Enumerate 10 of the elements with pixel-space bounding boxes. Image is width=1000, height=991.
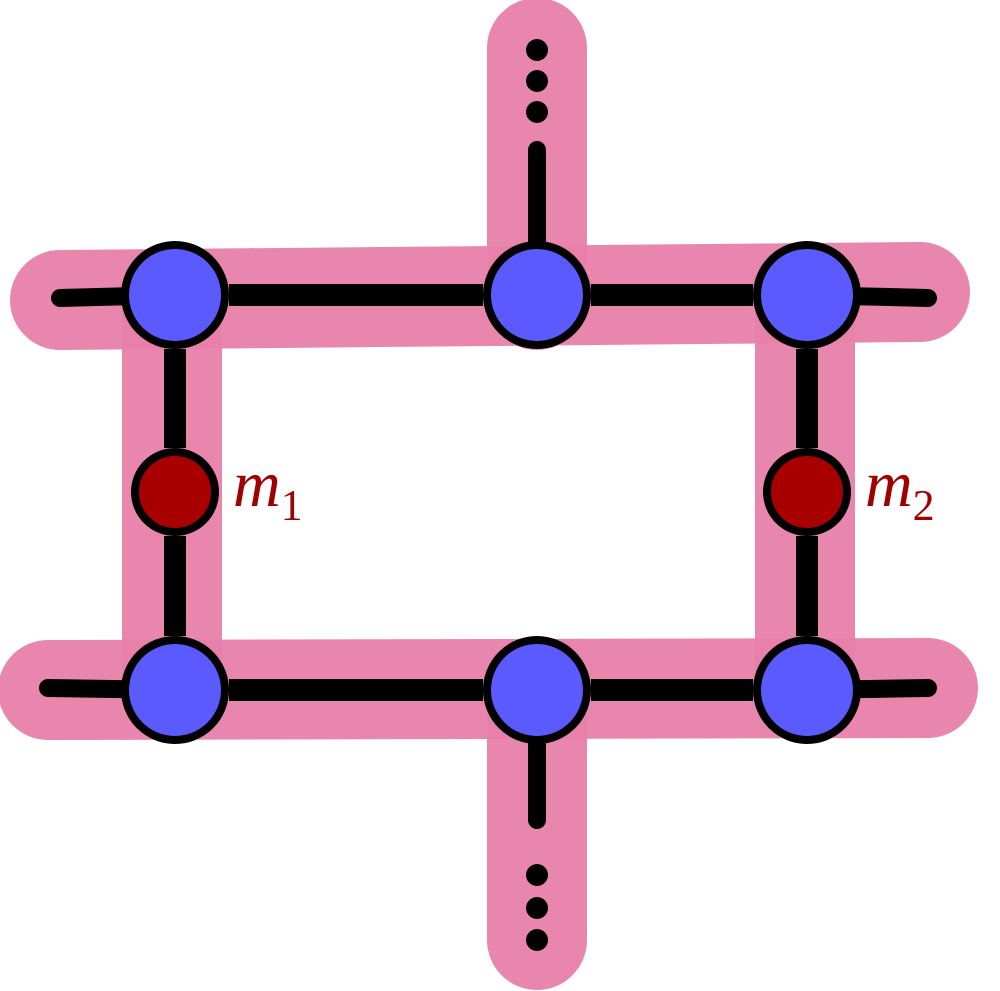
node-label: m$_{1}$ — [233, 452, 303, 528]
node-label: m$_{2}$ — [865, 452, 935, 528]
connector-line — [164, 536, 186, 636]
connector-line — [796, 349, 818, 448]
connector-line — [591, 284, 753, 306]
connector-line — [164, 349, 186, 448]
connector-line — [591, 679, 753, 701]
connector-line — [796, 536, 818, 636]
connector-line — [229, 284, 483, 306]
connector-line — [229, 679, 483, 701]
